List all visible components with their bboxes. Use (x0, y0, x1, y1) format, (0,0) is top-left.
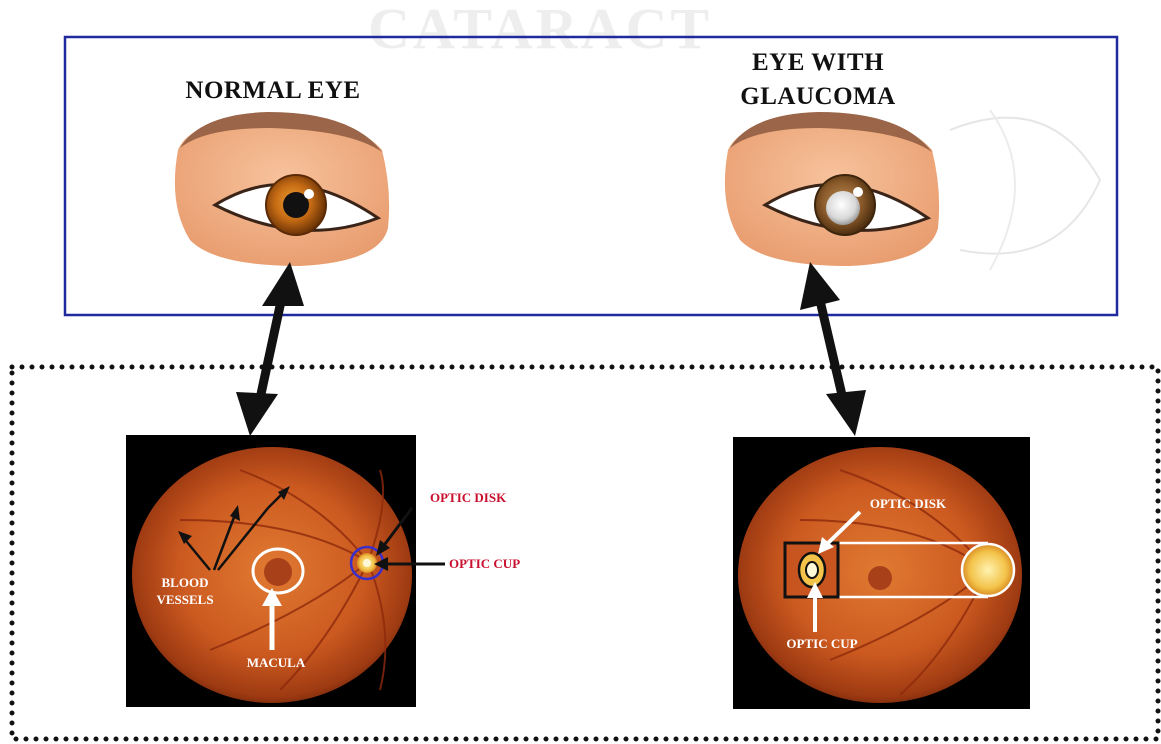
normal-eye-illustration (175, 112, 389, 266)
glaucoma-fundus-image (733, 437, 1030, 709)
glaucoma-eye-title-line2: GLAUCOMA (740, 83, 895, 110)
normal-eye-glint (304, 189, 314, 199)
glaucoma-eye-illustration (725, 112, 939, 266)
glaucoma-optic-cup-label: OPTIC CUP (786, 636, 857, 651)
glaucoma-arrowhead-down (826, 390, 866, 436)
normal-double-arrow (236, 262, 304, 436)
glaucoma-optic-cup (806, 562, 818, 578)
normal-macula-spot (264, 558, 292, 586)
glaucoma-macula-spot (868, 566, 892, 590)
normal-eye-title: NORMAL EYE (185, 77, 360, 104)
normal-macula-label: MACULA (247, 655, 306, 670)
normal-arrowhead-down (236, 392, 278, 436)
glaucoma-eye-glint (853, 187, 863, 197)
glaucoma-optic-disk-label: OPTIC DISK (870, 496, 947, 511)
normal-optic-cup-label: OPTIC CUP (449, 556, 520, 571)
glaucoma-magnified-disk (962, 544, 1014, 596)
normal-arrowhead-up (262, 262, 304, 306)
glaucoma-eye-title-line1: EYE WITH (752, 49, 884, 76)
normal-optic-disk-label: OPTIC DISK (430, 490, 507, 505)
normal-blood-vessels-label-line1: BLOOD (162, 575, 209, 590)
glaucoma-arrowhead-up (800, 262, 840, 310)
normal-fundus-image: BLOOD VESSELS MACULA (126, 435, 445, 707)
glaucoma-double-arrow (800, 262, 866, 436)
glaucoma-cloudy-pupil (826, 191, 860, 225)
normal-blood-vessels-label-line2: VESSELS (156, 592, 213, 607)
normal-optic-cup (363, 559, 371, 567)
